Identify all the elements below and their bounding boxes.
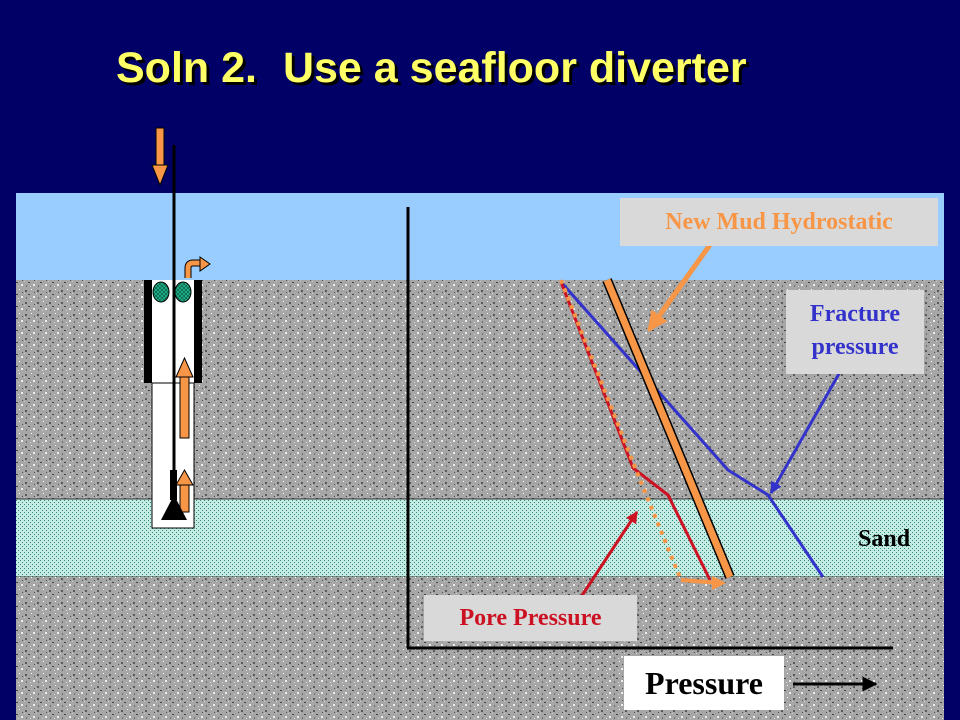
diverter-return-arrow-icon <box>184 256 211 278</box>
up-flow-arrow-icon <box>175 468 194 513</box>
new-mud-hydrostatic-label: New Mud Hydrostatic <box>620 198 938 246</box>
pressure-axis-text: Pressure <box>645 665 763 701</box>
ball-valve-icon <box>152 281 170 303</box>
pressure-axis-label: Pressure <box>624 656 784 710</box>
new-mud-hydrostatic-text: New Mud Hydrostatic <box>665 209 893 235</box>
drill-bit-icon <box>161 470 187 520</box>
pore-pressure-label: Pore Pressure <box>424 595 637 641</box>
up-flow-arrow-icon <box>175 356 194 439</box>
title-part-1: Soln 2. <box>116 44 257 92</box>
down-arrow-icon <box>151 127 169 187</box>
slide-title: Soln 2. Use a seafloor diverter <box>116 38 916 98</box>
pore-pressure-text: Pore Pressure <box>459 605 602 631</box>
title-part-2: Use a seafloor diverter <box>282 44 747 92</box>
fracture-pointer <box>769 371 842 495</box>
fracture-text-line2: pressure <box>811 334 899 360</box>
fracture-pressure-label: Fracture pressure <box>786 290 924 374</box>
fracture-text-line1: Fracture <box>809 301 901 327</box>
new-mud-pointer <box>646 240 715 332</box>
sand-label: Sand <box>858 526 911 552</box>
pore-pressure-pointer <box>579 510 639 598</box>
ball-valve-icon <box>174 281 192 303</box>
